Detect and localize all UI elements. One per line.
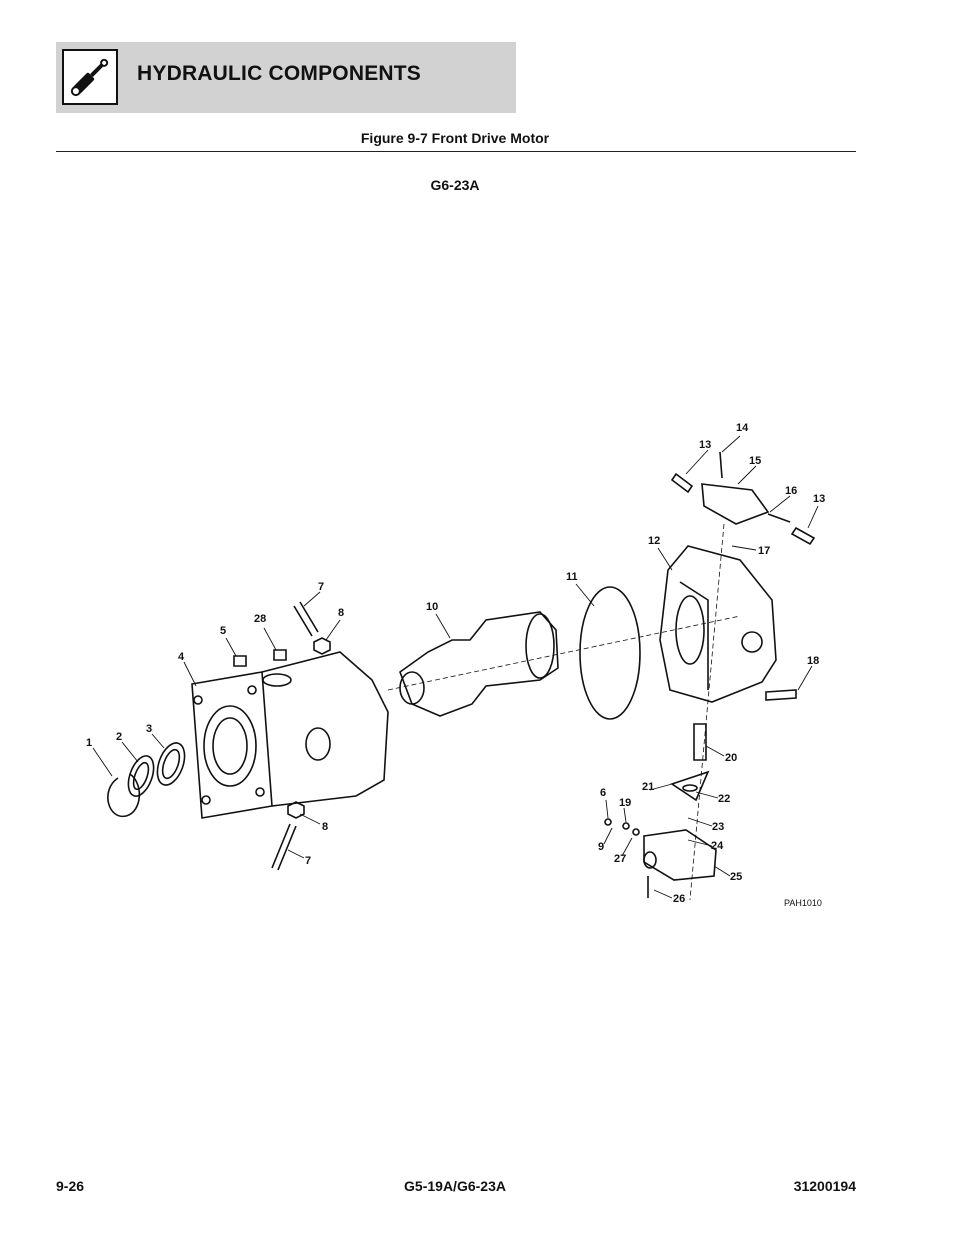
callout-label: 14 [736, 422, 749, 434]
callout-label: 5 [220, 625, 226, 637]
callout-label: 28 [254, 613, 266, 625]
callout-label: 21 [642, 781, 654, 793]
callout-label: 11 [566, 571, 578, 583]
callout-label: 6 [600, 787, 606, 799]
plug [273, 649, 287, 661]
callout-label: 3 [146, 723, 152, 735]
seal-ring-large [156, 742, 186, 786]
page-number: 9-26 [56, 1178, 85, 1194]
seal-ring-small [127, 755, 155, 797]
callout-label: 16 [785, 485, 797, 497]
callout-label: 10 [426, 601, 438, 613]
section-icon-box [62, 49, 118, 105]
port-plate-housing [659, 545, 777, 703]
exploded-view-drawing: 1 2 3 4 5 28 7 8 10 11 12 13 14 15 16 13… [86, 422, 825, 908]
section-title: HYDRAULIC COMPONENTS [137, 62, 422, 85]
nut [287, 801, 305, 819]
set-screw [271, 823, 297, 871]
callout-label: 12 [648, 535, 660, 547]
fitting [670, 472, 694, 494]
callout-label: 7 [318, 581, 324, 593]
control-shaft [693, 723, 707, 761]
callout-label: 4 [178, 651, 185, 663]
document-number: 31200194 [793, 1178, 856, 1194]
callout-label: 17 [758, 545, 770, 557]
callout-label: 25 [730, 871, 742, 883]
plug [233, 655, 247, 667]
figure-title: Figure 9-7 Front Drive Motor [360, 130, 550, 146]
retaining-ring [107, 773, 141, 817]
header-divider [56, 151, 856, 152]
callout-label: 22 [718, 793, 730, 805]
section-header-band [56, 42, 516, 113]
model-range: G5-19A/G6-23A [404, 1178, 506, 1194]
callout-label: 8 [322, 821, 328, 833]
valve-block [701, 483, 770, 525]
model-label: G6-23A [430, 177, 480, 193]
callout-label: 19 [619, 797, 631, 809]
callout-label: 8 [338, 607, 344, 619]
fitting [790, 526, 816, 546]
callout-label: 20 [725, 752, 737, 764]
callout-label: 26 [673, 893, 685, 905]
figure-reference-code: PAH1010 [784, 898, 822, 908]
nut [313, 637, 331, 655]
o-ring [579, 586, 641, 720]
callout-label: 24 [711, 840, 724, 852]
callout-label: 15 [749, 455, 761, 467]
callout-label: 7 [305, 855, 311, 867]
hydraulic-cylinder-icon [70, 58, 109, 97]
set-screw [293, 601, 319, 637]
callout-label: 23 [712, 821, 724, 833]
callout-label: 13 [813, 493, 825, 505]
rotating-group [399, 611, 559, 717]
callout-label: 2 [116, 731, 122, 743]
callout-label: 27 [614, 853, 626, 865]
pin [719, 451, 723, 479]
callout-label: 18 [807, 655, 819, 667]
callout-label: 13 [699, 439, 711, 451]
callout-label: 9 [598, 841, 604, 853]
bolt [765, 689, 797, 701]
callout-label: 1 [86, 737, 92, 749]
